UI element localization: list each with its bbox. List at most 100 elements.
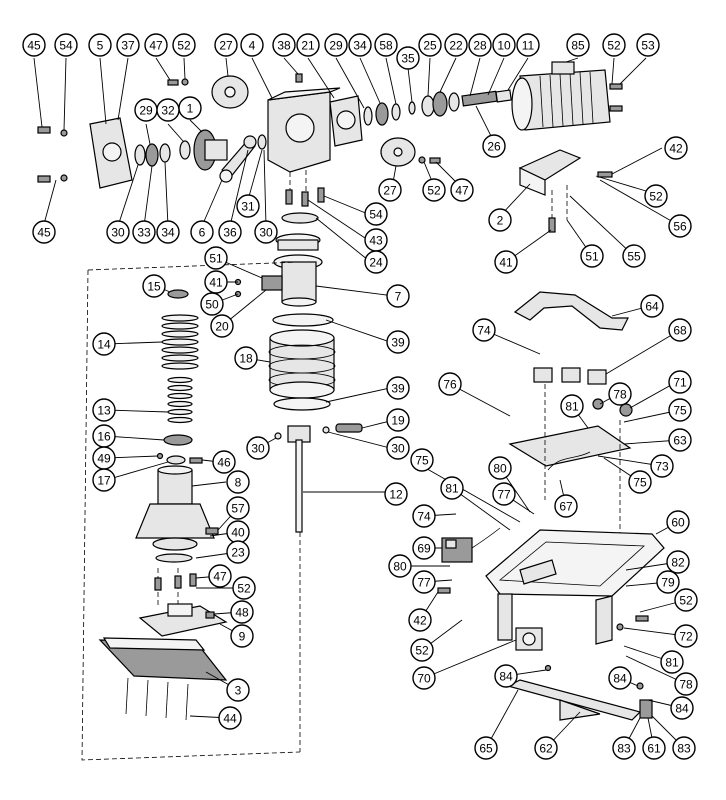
callout-16: 16 <box>92 424 116 448</box>
coupling-11 <box>495 89 512 103</box>
callout-number: 70 <box>417 672 431 686</box>
callout-circle <box>636 33 660 57</box>
callout-number: 8 <box>235 476 242 490</box>
callout-number: 35 <box>401 52 415 66</box>
callout-circle <box>494 250 518 274</box>
pin-19 <box>335 423 363 433</box>
switch-68-b <box>561 367 581 383</box>
callout-number: 42 <box>669 142 683 156</box>
callout-number: 27 <box>219 39 233 53</box>
gear-hub <box>204 139 228 161</box>
bolt-43-b <box>301 191 309 207</box>
callout-circle <box>32 220 56 244</box>
ring-34 <box>159 143 171 163</box>
callout-number: 52 <box>607 39 621 53</box>
callout-circle <box>386 376 410 400</box>
callout-circle <box>602 33 626 57</box>
callout-circle <box>488 456 512 480</box>
top-bracket-64 <box>513 291 629 331</box>
callout-74: 74 <box>412 504 436 528</box>
callout-number: 26 <box>487 140 501 154</box>
callout-number: 49 <box>97 452 111 466</box>
clip-30-b <box>322 426 330 434</box>
callout-circle <box>482 134 506 158</box>
screw-57 <box>205 527 219 535</box>
callout-number: 31 <box>241 200 255 214</box>
clip-35 <box>408 101 416 115</box>
callout-number: 3 <box>235 684 242 698</box>
callout-circle <box>656 570 680 594</box>
callout-circle <box>374 33 398 57</box>
callout-number: 47 <box>455 184 469 198</box>
callout-74: 74 <box>472 318 496 342</box>
callout-number: 39 <box>391 382 405 396</box>
callout-circle <box>444 33 468 57</box>
callout-46: 46 <box>212 450 236 474</box>
callout-8: 8 <box>226 470 250 494</box>
callout-72: 72 <box>674 624 698 648</box>
callout-52: 52 <box>644 184 668 208</box>
callout-number: 39 <box>391 336 405 350</box>
callout-49: 49 <box>92 446 116 470</box>
callout-4: 4 <box>240 33 264 57</box>
bolt-43 <box>285 189 293 205</box>
callout-circle <box>396 46 420 70</box>
callout-52: 52 <box>232 576 256 600</box>
housing-bore <box>285 113 315 143</box>
callout-17: 17 <box>92 468 116 492</box>
callout-circle <box>386 436 410 460</box>
callout-circle <box>412 570 436 594</box>
fitting-72 <box>616 623 624 631</box>
hose-clamp-39-b <box>273 397 331 411</box>
callout-30: 30 <box>386 436 410 460</box>
callout-circle <box>642 736 666 760</box>
callout-85: 85 <box>566 33 590 57</box>
callout-number: 4 <box>249 39 256 53</box>
callout-52: 52 <box>410 638 434 662</box>
callout-circle <box>668 214 692 238</box>
callout-11: 11 <box>516 33 540 57</box>
valve-port <box>522 632 536 646</box>
callout-number: 73 <box>655 460 669 474</box>
callout-81: 81 <box>560 394 584 418</box>
callout-circle <box>640 294 664 318</box>
callout-57: 57 <box>226 496 250 520</box>
callout-75: 75 <box>628 470 652 494</box>
callout-circle <box>608 666 632 690</box>
nut-84-b <box>544 664 552 672</box>
callout-number: 42 <box>413 614 427 628</box>
callout-number: 85 <box>571 39 585 53</box>
callout-83: 83 <box>612 736 636 760</box>
callout-77: 77 <box>412 570 436 594</box>
ring-32 <box>179 140 191 160</box>
cone-tube-8 <box>157 469 193 505</box>
callout-30: 30 <box>246 436 270 460</box>
callout-circle <box>560 394 584 418</box>
spacer-24 <box>281 212 319 224</box>
callout-5: 5 <box>88 33 112 57</box>
callout-circle <box>534 736 558 760</box>
screw-46 <box>189 457 203 464</box>
callout-circle <box>54 33 78 57</box>
callout-44: 44 <box>218 706 242 730</box>
frame-leg-right <box>595 595 613 645</box>
callout-circle <box>324 33 348 57</box>
callout-number: 84 <box>499 670 513 684</box>
callout-circle <box>106 220 130 244</box>
callout-circle <box>410 638 434 662</box>
junction-box-69 <box>441 537 473 563</box>
callout-number: 52 <box>415 644 429 658</box>
callout-number: 83 <box>677 742 691 756</box>
bolt-44-c <box>165 681 169 719</box>
callout-number: 9 <box>239 630 246 644</box>
callout-18: 18 <box>234 346 258 370</box>
callout-circle <box>172 33 196 57</box>
screw-47 <box>167 79 179 86</box>
foot-plate-top <box>102 637 206 651</box>
callout-31: 31 <box>236 194 260 218</box>
callout-33: 33 <box>132 220 156 244</box>
callout-number: 84 <box>675 702 689 716</box>
callout-number: 22 <box>449 39 463 53</box>
cap-15 <box>167 289 189 299</box>
